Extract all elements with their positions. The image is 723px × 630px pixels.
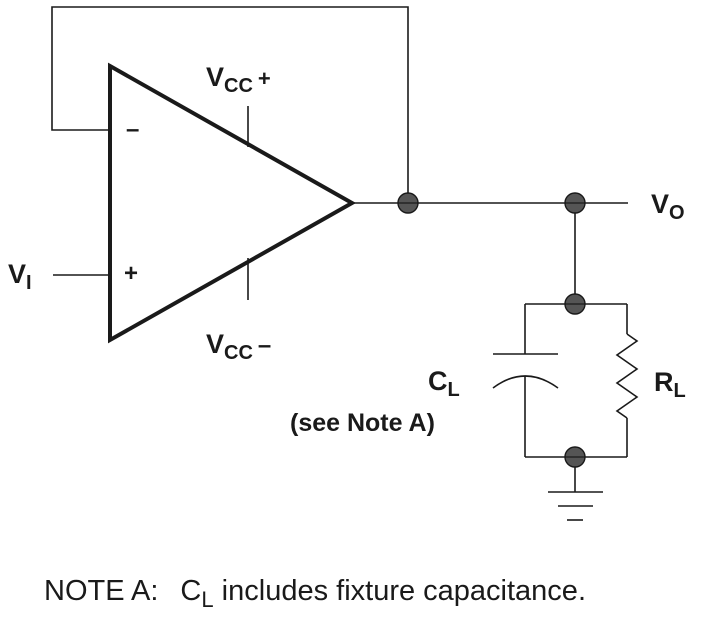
cl-note-label: (see Note A) (290, 409, 435, 437)
inverting-input-sign: – (126, 116, 139, 143)
vi-label: VI (8, 259, 32, 294)
vcc-plus-label: VCC+ (206, 62, 271, 97)
feedback-wire (51, 6, 409, 203)
vcc-minus-label: VCC– (206, 329, 271, 364)
noninverting-input-sign: + (124, 260, 138, 287)
note-a: NOTE A:CL includes fixture capacitance. (44, 575, 586, 612)
junction-node-load-top (564, 293, 586, 315)
vo-label: VO (651, 189, 685, 224)
rl-label: RL (654, 367, 686, 402)
load-resistor (615, 304, 639, 457)
junction-node-load-bottom (564, 446, 586, 468)
cl-label: CL (428, 366, 460, 401)
junction-node-output (564, 192, 586, 214)
junction-node-feedback (397, 192, 419, 214)
op-amp-triangle (108, 62, 357, 344)
load-capacitor (492, 304, 559, 457)
